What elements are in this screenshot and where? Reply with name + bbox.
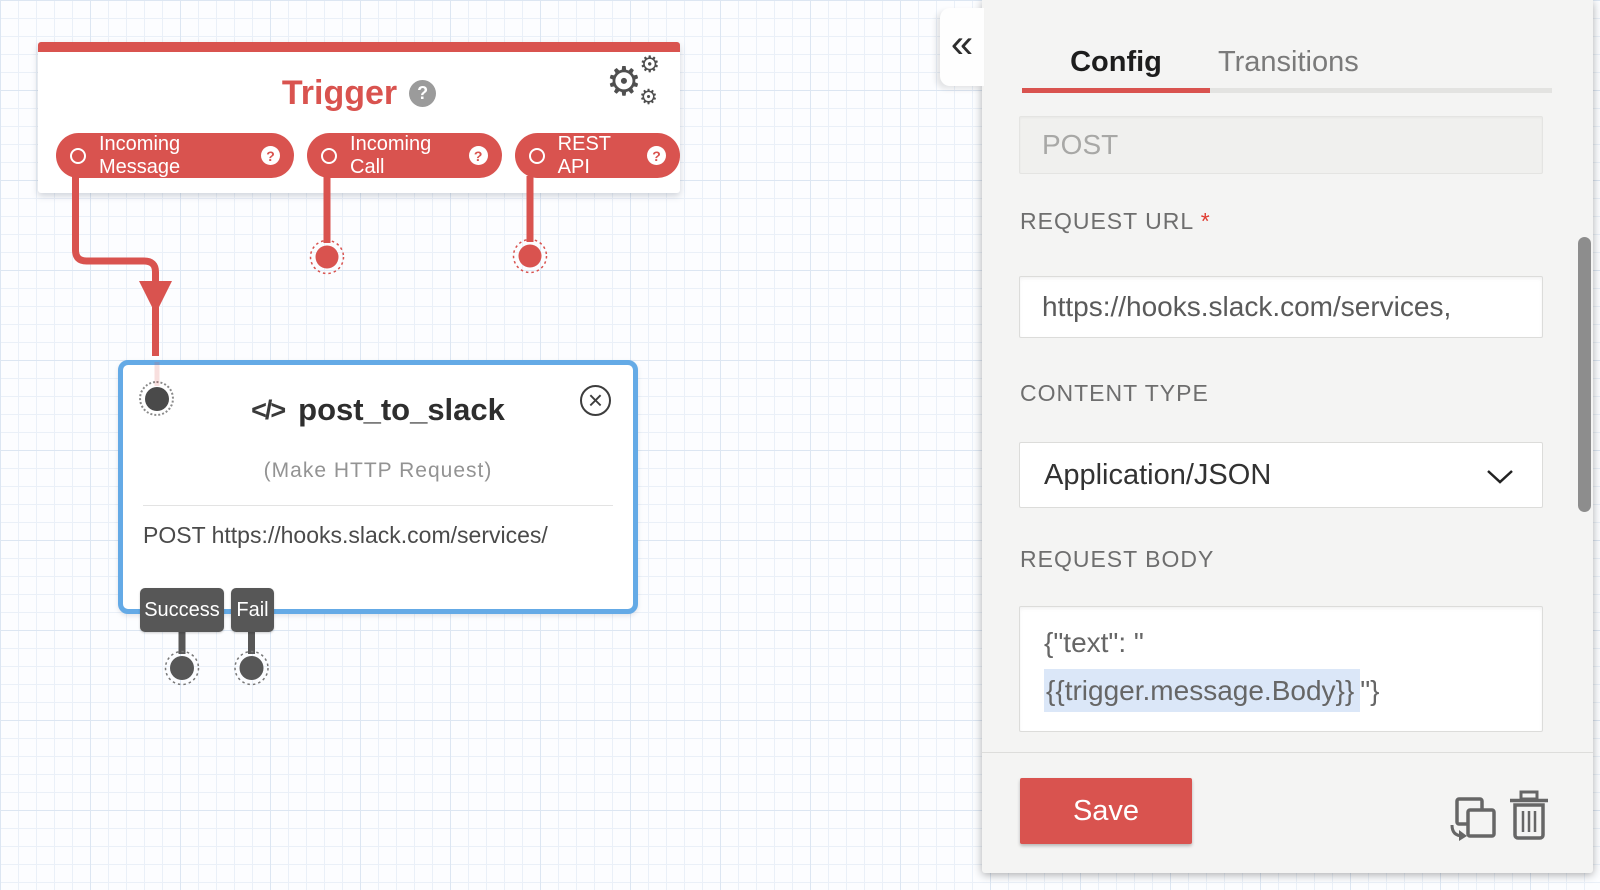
endpoint-incoming-call	[315, 245, 339, 269]
gear-icon: ⚙	[639, 85, 658, 109]
tab-underline-active	[1022, 88, 1210, 93]
help-icon[interactable]: ?	[468, 146, 488, 165]
pill-label: REST API	[557, 132, 611, 178]
pill-label: Incoming Message	[99, 132, 181, 178]
tab-config[interactable]: Config	[1070, 46, 1162, 78]
widget-divider	[143, 505, 613, 506]
trigger-settings-gears-icon[interactable]: ⚙ ⚙ ⚙	[606, 52, 660, 110]
config-panel: « Config Transitions REQUEST URL * CONTE…	[940, 0, 1593, 873]
method-input[interactable]	[1019, 116, 1543, 174]
required-asterisk: *	[1200, 208, 1211, 234]
widget-post-to-slack[interactable]: </> post_to_slack × (Make HTTP Request) …	[118, 360, 638, 614]
endpoint-ring	[512, 238, 548, 274]
transition-tag-success[interactable]: Success	[140, 588, 224, 632]
chevron-down-icon	[1487, 470, 1513, 484]
tab-underline	[1022, 88, 1552, 93]
code-icon: </>	[251, 394, 286, 425]
trigger-pill-incoming-message[interactable]: Incoming Message ?	[56, 132, 295, 178]
save-button[interactable]: Save	[1020, 778, 1192, 844]
widget-summary: POST https://hooks.slack.com/services/	[143, 522, 548, 548]
trash-icon	[1510, 790, 1548, 840]
endpoint-rest-api	[518, 244, 542, 268]
content-type-label: CONTENT TYPE	[1020, 380, 1209, 406]
input-connector-dot	[144, 386, 169, 411]
request-body-suffix: "}	[1360, 675, 1380, 706]
request-body-label: REQUEST BODY	[1020, 546, 1215, 572]
request-body-editor[interactable]: {"text": " {{trigger.message.Body}}"}	[1019, 606, 1543, 732]
tab-transitions[interactable]: Transitions	[1218, 46, 1359, 78]
connector-ring-icon[interactable]	[321, 147, 338, 164]
trigger-title: Trigger	[281, 73, 398, 112]
endpoint-ring	[234, 650, 269, 686]
close-icon[interactable]: ×	[580, 385, 611, 416]
gear-icon: ⚙	[606, 59, 642, 105]
gear-icon: ⚙	[639, 52, 660, 78]
transition-tag-fail[interactable]: Fail	[231, 588, 274, 632]
connector-arrowhead	[139, 281, 172, 314]
trigger-widget[interactable]: Trigger ? ⚙ ⚙ ⚙ Incoming Message ? Incom…	[38, 42, 680, 193]
request-url-label: REQUEST URL *	[1020, 208, 1211, 234]
request-body-line2: {{trigger.message.Body}}"}	[1044, 667, 1542, 715]
panel-scrollbar[interactable]	[1578, 237, 1591, 512]
request-url-input[interactable]	[1019, 276, 1543, 338]
help-icon[interactable]: ?	[647, 146, 666, 165]
connector-ring-icon[interactable]	[70, 147, 86, 164]
input-connector[interactable]	[139, 381, 174, 416]
content-type-value: Application/JSON	[1044, 458, 1272, 491]
endpoint-ring	[309, 239, 345, 275]
endpoint-ring	[164, 650, 200, 686]
trigger-help-icon[interactable]: ?	[409, 79, 437, 107]
endpoint-success	[170, 656, 194, 680]
endpoint-fail	[239, 656, 264, 680]
template-variable-highlight: {{trigger.message.Body}}	[1044, 669, 1361, 712]
copy-icon	[1450, 797, 1496, 841]
connector-incoming-message	[72, 176, 159, 356]
connector-ring-icon[interactable]	[528, 147, 545, 164]
delete-widget-button[interactable]	[1508, 790, 1550, 842]
trigger-pill-incoming-call[interactable]: Incoming Call ?	[307, 133, 502, 178]
widget-name: post_to_slack	[298, 392, 505, 427]
trigger-pill-rest-api[interactable]: REST API ?	[514, 132, 680, 178]
collapse-chevrons-icon: «	[950, 21, 974, 66]
content-type-select[interactable]: Application/JSON	[1019, 442, 1543, 508]
duplicate-widget-button[interactable]	[1448, 794, 1496, 842]
pill-label: Incoming Call	[350, 132, 432, 178]
request-body-line1: {"text": "	[1044, 627, 1144, 658]
widget-subtitle: (Make HTTP Request)	[263, 459, 493, 482]
collapse-panel-button[interactable]: «	[940, 8, 984, 86]
help-icon[interactable]: ?	[261, 146, 281, 165]
trigger-accent-bar	[38, 42, 680, 52]
footer-divider	[982, 752, 1593, 753]
